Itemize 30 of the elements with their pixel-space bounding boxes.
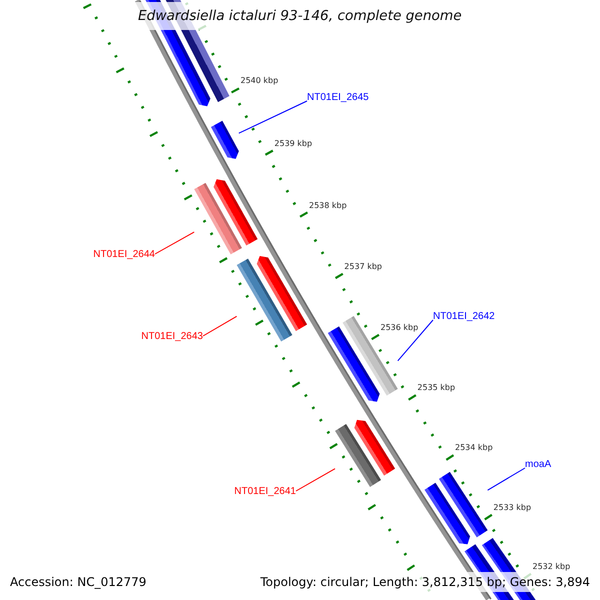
leader-line — [397, 320, 434, 362]
pointed-gene-bar — [210, 120, 239, 159]
scale-label: 2537 kbp — [344, 262, 382, 272]
gene-label: NT01EI_2643 — [141, 331, 203, 343]
scale-label: 2534 kbp — [455, 443, 493, 454]
pointed-gene-bar — [328, 326, 380, 402]
gene-label: moaA — [525, 459, 552, 471]
gene-bar — [236, 258, 292, 342]
leader-line — [154, 232, 195, 254]
gene-label: NT01EI_2641 — [234, 486, 296, 498]
scale-label: 2533 kbp — [493, 502, 532, 513]
pointed-gene-bar — [354, 420, 396, 476]
pointed-gene-bar — [214, 179, 258, 246]
gene-label: NT01EI_2645 — [307, 92, 369, 104]
gene-label: NT01EI_2642 — [433, 311, 495, 323]
gene-bar — [438, 472, 488, 538]
scale-label: 2535 kbp — [417, 383, 456, 394]
scale-label: 2540 kbp — [240, 76, 278, 86]
gene-bar — [194, 182, 242, 254]
leader-line — [487, 468, 526, 491]
leader-line — [202, 316, 238, 336]
scale-label: 2536 kbp — [380, 322, 418, 333]
scale-label: 2532 kbp — [532, 562, 570, 572]
gene-label: NT01EI_2644 — [93, 249, 155, 261]
pointed-gene-bar — [424, 482, 470, 544]
leader-line — [296, 468, 336, 492]
scale-label: 2539 kbp — [274, 138, 312, 149]
pointed-gene-bar — [256, 256, 308, 332]
gene-bar — [335, 424, 382, 487]
scale-label: 2538 kbp — [309, 200, 347, 210]
